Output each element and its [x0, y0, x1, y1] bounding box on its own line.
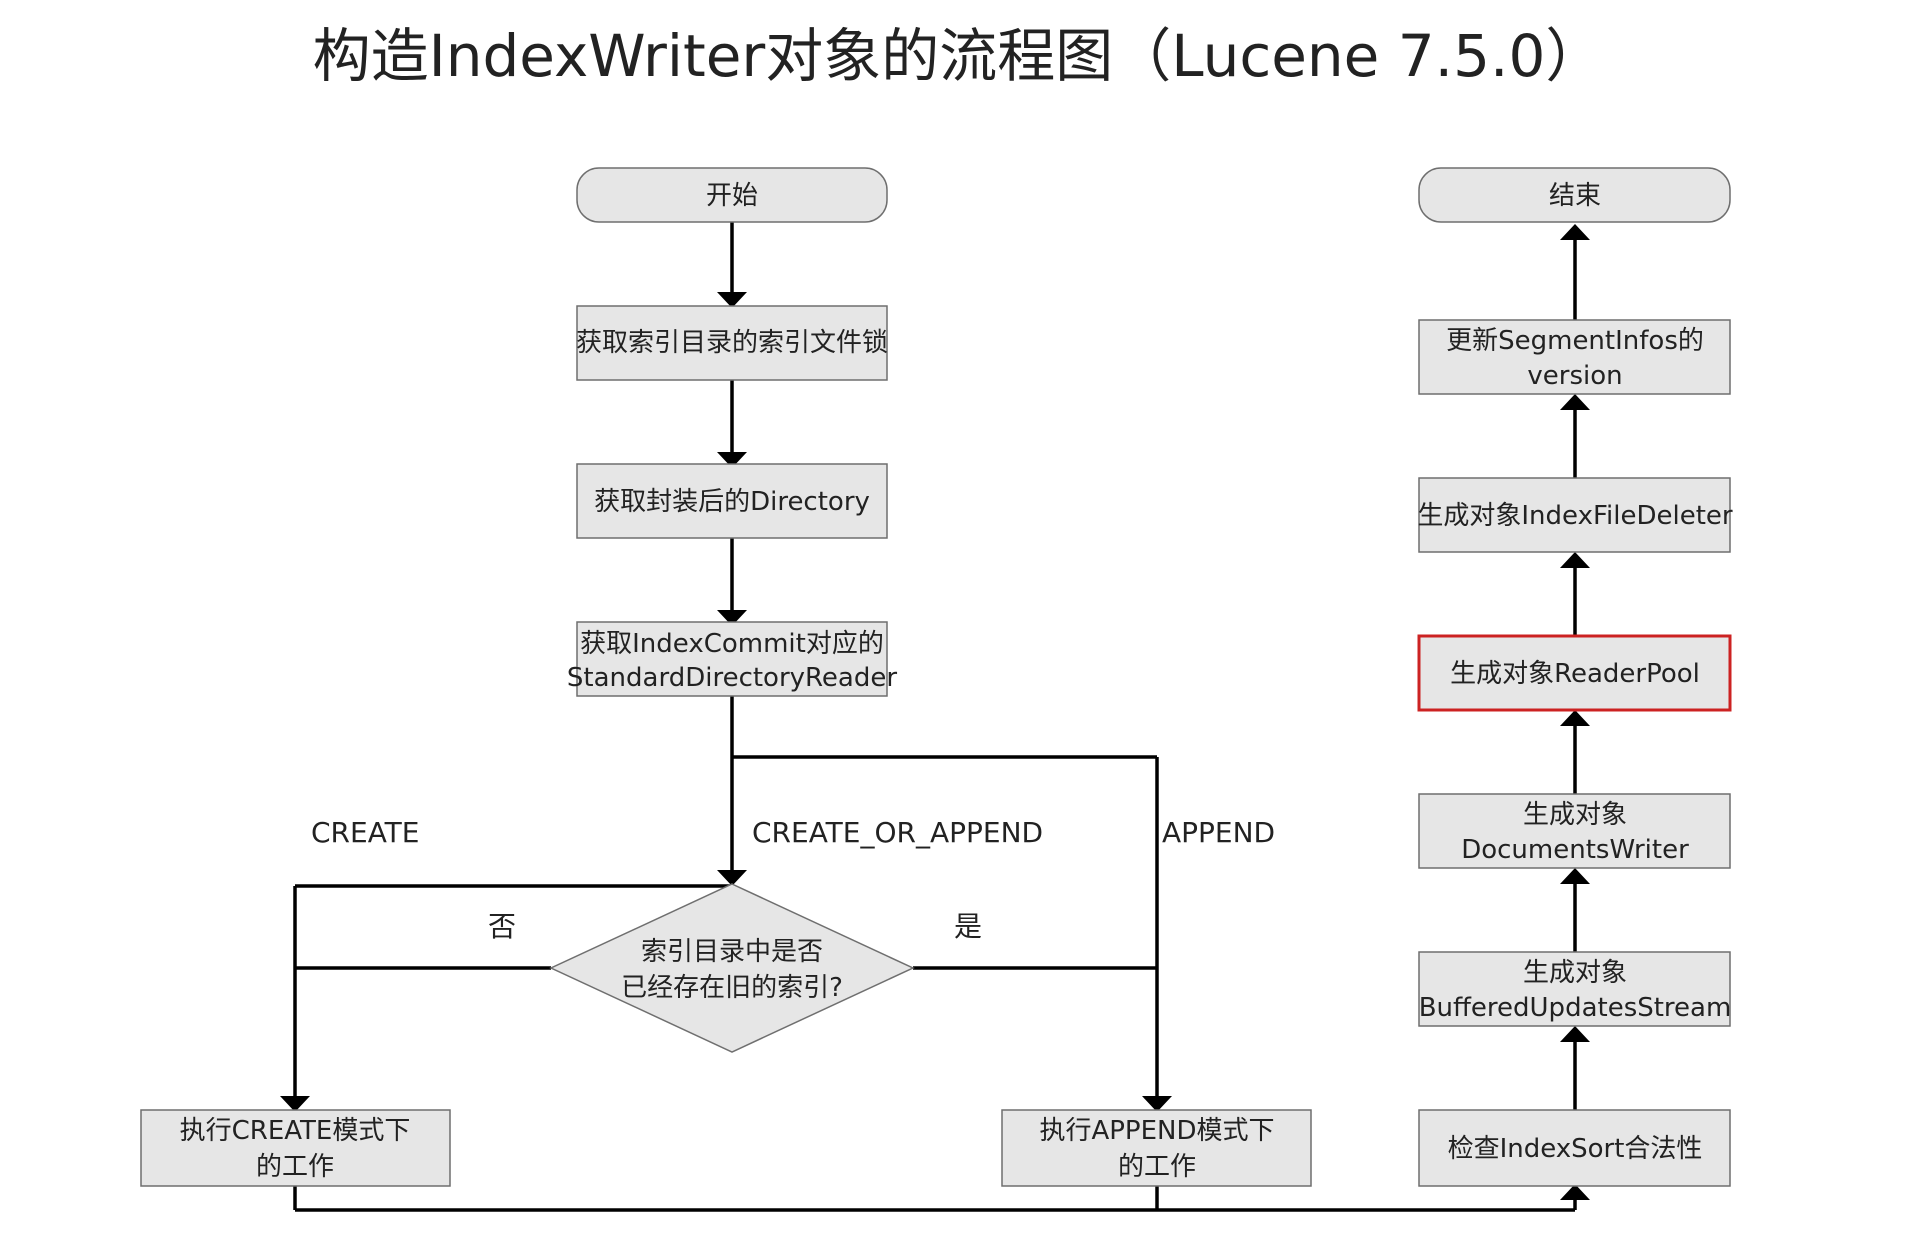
- node-end: 结束: [1418, 167, 1731, 223]
- append-work-label-line2: 的工作: [1118, 1152, 1196, 1182]
- node-append-work: 执行APPEND模式下 的工作: [1001, 1109, 1312, 1187]
- get-reader-label-line1: 获取IndexCommit对应的: [580, 629, 884, 659]
- decision-label-line2: 已经存在旧的索引?: [621, 973, 843, 1003]
- node-docwriter: 生成对象 DocumentsWriter: [1418, 793, 1731, 869]
- get-directory-box: [576, 463, 888, 539]
- get-reader-label-line2: StandardDirectoryReader: [567, 663, 897, 693]
- node-get-reader: 获取IndexCommit对应的 StandardDirectoryReader: [567, 621, 897, 697]
- node-check-sort: 检查IndexSort合法性: [1418, 1109, 1731, 1187]
- edge-label-create-or-append: CREATE_OR_APPEND: [752, 816, 1043, 849]
- end-label: 结束: [1549, 181, 1601, 211]
- decision-diamond: [549, 883, 915, 1053]
- node-create-work: 执行CREATE模式下 的工作: [140, 1109, 451, 1187]
- arrow-down-icon: [717, 452, 747, 468]
- arrow-down-icon: [717, 870, 747, 886]
- node-readerpool: 生成对象ReaderPool: [1417, 634, 1732, 712]
- readerpool-box-highlighted: [1417, 634, 1732, 712]
- edge-label-no: 否: [488, 910, 516, 943]
- node-start: 开始: [576, 167, 888, 223]
- decision-label-line1: 索引目录中是否: [641, 937, 823, 967]
- arrowheads: [280, 224, 1590, 1200]
- create-work-label-line1: 执行CREATE模式下: [180, 1116, 411, 1146]
- edge-label-yes: 是: [954, 910, 982, 943]
- deleter-label: 生成对象IndexFileDeleter: [1417, 501, 1733, 531]
- update-version-label-line2: version: [1527, 361, 1622, 391]
- start-label: 开始: [706, 181, 758, 211]
- node-get-directory: 获取封装后的Directory: [576, 463, 888, 539]
- readerpool-label: 生成对象ReaderPool: [1450, 659, 1700, 689]
- page-title: 构造IndexWriter对象的流程图（Lucene 7.5.0）: [313, 22, 1604, 90]
- end-terminal: [1418, 167, 1731, 223]
- edge-label-create: CREATE: [311, 816, 419, 849]
- append-work-label-line1: 执行APPEND模式下: [1039, 1116, 1274, 1146]
- node-decision: 索引目录中是否 已经存在旧的索引?: [549, 883, 915, 1053]
- get-reader-box: [576, 621, 888, 697]
- start-terminal: [576, 167, 888, 223]
- arrow-up-icon: [1560, 1184, 1590, 1200]
- node-update-version: 更新SegmentInfos的 version: [1418, 319, 1731, 395]
- arrow-up-icon: [1560, 710, 1590, 726]
- connectors: [293, 222, 1577, 1212]
- edge-label-append: APPEND: [1162, 816, 1275, 849]
- check-sort-box: [1418, 1109, 1731, 1187]
- docwriter-label-line2: DocumentsWriter: [1461, 835, 1689, 865]
- arrow-down-icon: [717, 610, 747, 626]
- update-version-box: [1418, 319, 1731, 395]
- arrow-up-icon: [1560, 224, 1590, 240]
- node-get-lock: 获取索引目录的索引文件锁: [576, 305, 888, 381]
- get-lock-label: 获取索引目录的索引文件锁: [576, 328, 888, 358]
- buffered-label-line1: 生成对象: [1523, 958, 1627, 988]
- append-work-box: [1001, 1109, 1312, 1187]
- deleter-box: [1418, 477, 1731, 553]
- arrow-down-icon: [280, 1096, 310, 1112]
- buffered-label-line2: BufferedUpdatesStream: [1419, 993, 1732, 1023]
- node-deleter: 生成对象IndexFileDeleter: [1417, 477, 1733, 553]
- arrow-up-icon: [1560, 868, 1590, 884]
- create-work-box: [140, 1109, 451, 1187]
- arrow-up-icon: [1560, 552, 1590, 568]
- create-work-label-line2: 的工作: [256, 1152, 334, 1182]
- node-buffered: 生成对象 BufferedUpdatesStream: [1418, 951, 1732, 1027]
- buffered-box: [1418, 951, 1731, 1027]
- docwriter-box: [1418, 793, 1731, 869]
- arrow-down-icon: [1142, 1096, 1172, 1112]
- arrow-up-icon: [1560, 1026, 1590, 1042]
- arrow-up-icon: [1560, 394, 1590, 410]
- get-lock-box: [576, 305, 888, 381]
- get-directory-label: 获取封装后的Directory: [594, 487, 870, 517]
- update-version-label-line1: 更新SegmentInfos的: [1446, 326, 1704, 356]
- arrow-down-icon: [717, 292, 747, 308]
- docwriter-label-line1: 生成对象: [1523, 800, 1627, 830]
- edge-labels: CREATE CREATE_OR_APPEND APPEND 否 是: [311, 816, 1275, 943]
- check-sort-label: 检查IndexSort合法性: [1448, 1134, 1703, 1164]
